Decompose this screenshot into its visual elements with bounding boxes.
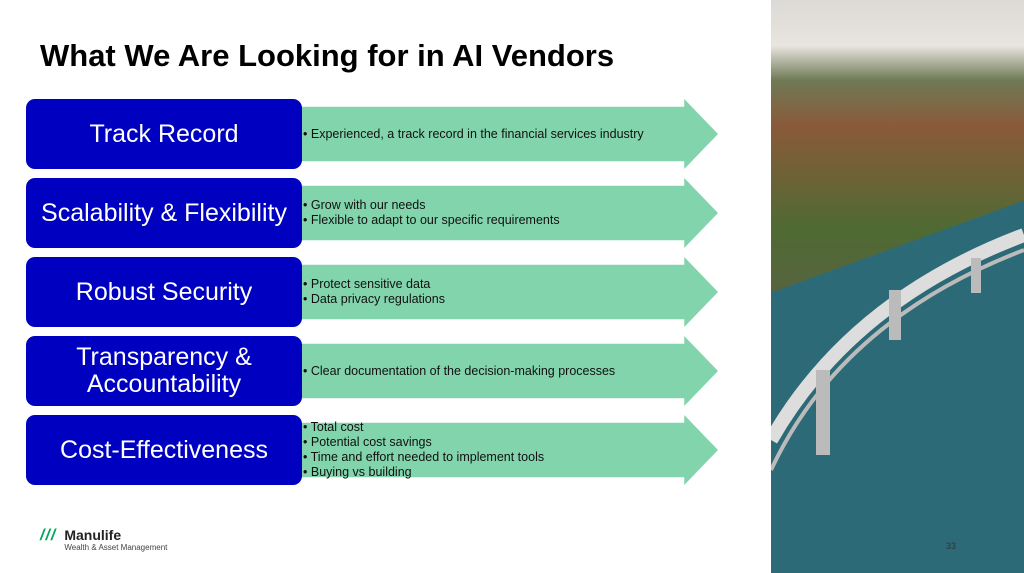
coastal-bridge-photo [771, 0, 1024, 573]
criteria-row: Track RecordExperienced, a track record … [26, 99, 726, 169]
bullet-item: Experienced, a track record in the finan… [303, 127, 644, 142]
criteria-bullets: Protect sensitive dataData privacy regul… [303, 257, 445, 327]
criteria-label: Cost-Effectiveness [26, 415, 302, 485]
logo-brand: Manulife [64, 527, 122, 543]
criteria-label: Robust Security [26, 257, 302, 327]
bullet-item: Time and effort needed to implement tool… [303, 450, 544, 465]
manulife-logo-mark-icon: /// [40, 527, 57, 544]
criteria-row: Robust SecurityProtect sensitive dataDat… [26, 257, 726, 327]
criteria-row: Cost-EffectivenessTotal costPotential co… [26, 415, 726, 485]
criteria-bullets: Total costPotential cost savingsTime and… [303, 415, 544, 485]
criteria-bullets: Experienced, a track record in the finan… [303, 99, 644, 169]
bullet-item: Clear documentation of the decision-maki… [303, 364, 615, 379]
page-number: 33 [946, 541, 957, 551]
criteria-label: Transparency & Accountability [26, 336, 302, 406]
bullet-item: Grow with our needs [303, 198, 560, 213]
bridge-graphic [771, 228, 1024, 471]
bullet-item: Flexible to adapt to our specific requir… [303, 213, 560, 228]
bullet-item: Data privacy regulations [303, 292, 445, 307]
bullet-item: Total cost [303, 420, 544, 435]
criteria-bullets: Grow with our needsFlexible to adapt to … [303, 178, 560, 248]
bullet-item: Potential cost savings [303, 435, 544, 450]
manulife-logo: /// Manulife Wealth & Asset Management [40, 527, 167, 552]
criteria-row: Scalability & FlexibilityGrow with our n… [26, 178, 726, 248]
bullet-item: Buying vs building [303, 465, 544, 480]
criteria-label: Scalability & Flexibility [26, 178, 302, 248]
bullet-item: Protect sensitive data [303, 277, 445, 292]
logo-subtitle: Wealth & Asset Management [64, 543, 168, 552]
slide-title: What We Are Looking for in AI Vendors [40, 38, 615, 73]
criteria-row: Transparency & AccountabilityClear docum… [26, 336, 726, 406]
criteria-bullets: Clear documentation of the decision-maki… [303, 336, 615, 406]
criteria-label: Track Record [26, 99, 302, 169]
